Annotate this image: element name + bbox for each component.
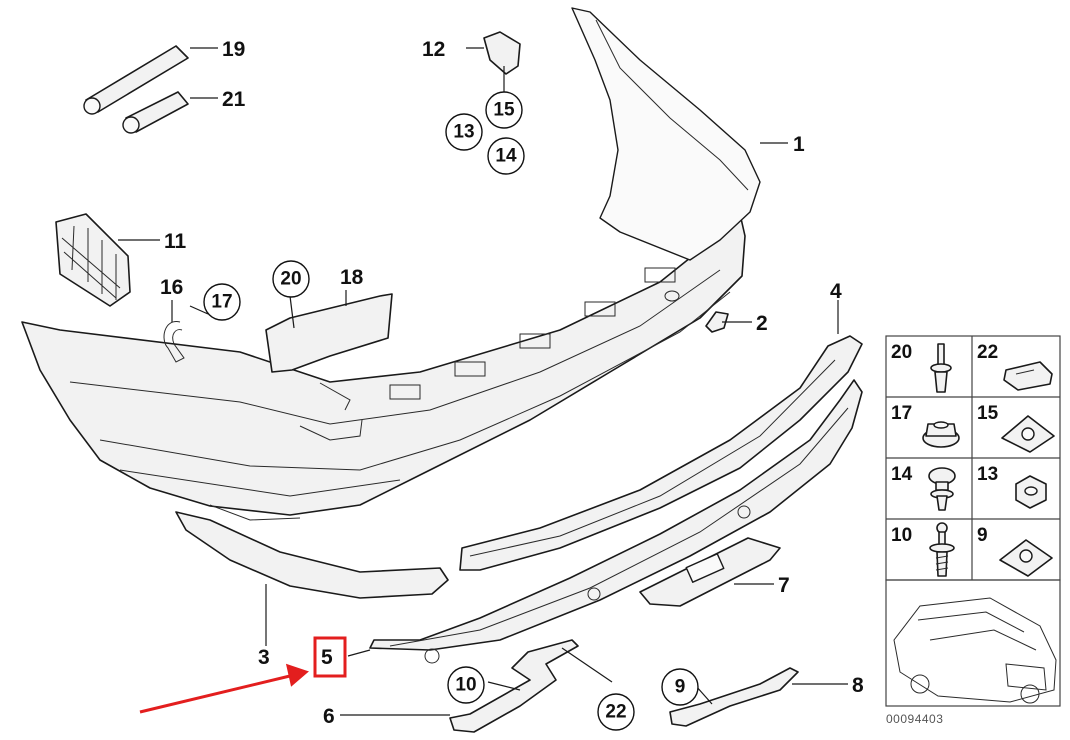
pointer-arrow bbox=[139, 663, 309, 714]
tube-21 bbox=[122, 91, 189, 134]
callout-circle-14: 14 bbox=[487, 137, 525, 175]
clip-12 bbox=[483, 31, 521, 75]
callout-circle-13: 13 bbox=[445, 113, 483, 151]
callout-12: 12 bbox=[422, 38, 445, 61]
svg-text:15: 15 bbox=[493, 100, 515, 121]
callout-3: 3 bbox=[258, 646, 270, 669]
bumper-strip-4 bbox=[459, 335, 863, 571]
callout-11: 11 bbox=[164, 230, 187, 253]
fastener-legend: 20 22 17 15 14 13 10 9 bbox=[885, 335, 1061, 581]
highlight-box bbox=[313, 636, 347, 678]
car-thumbnail bbox=[885, 579, 1061, 707]
bracket-8 bbox=[669, 667, 799, 727]
flange-nut-icon bbox=[922, 421, 960, 448]
callout-circle-10: 10 bbox=[447, 666, 485, 704]
legend-label-20: 20 bbox=[891, 342, 912, 363]
clip-nut-icon bbox=[999, 539, 1053, 577]
callout-8: 8 bbox=[852, 674, 864, 697]
svg-text:14: 14 bbox=[495, 146, 517, 167]
lower-strip-3 bbox=[175, 511, 449, 599]
leader-lines bbox=[118, 47, 848, 716]
bracket-6 bbox=[449, 639, 579, 733]
expanding-rivet-icon bbox=[928, 467, 956, 511]
svg-text:20: 20 bbox=[280, 269, 301, 290]
legend-label-13: 13 bbox=[977, 464, 998, 485]
callout-21: 21 bbox=[222, 88, 246, 111]
cover-18 bbox=[265, 293, 393, 373]
callout-5: 5 bbox=[321, 646, 333, 669]
hex-nut-icon bbox=[1015, 475, 1047, 509]
callout-2: 2 bbox=[756, 312, 768, 335]
legend-label-9: 9 bbox=[977, 525, 988, 546]
hook-16 bbox=[163, 321, 185, 363]
lower-trim-5 bbox=[369, 379, 863, 651]
callout-circle-15: 15 bbox=[485, 91, 523, 129]
callout-19: 19 bbox=[222, 38, 245, 61]
legend-label-15: 15 bbox=[977, 403, 999, 424]
svg-text:17: 17 bbox=[211, 292, 232, 313]
clip-2 bbox=[705, 311, 729, 333]
legend-label-10: 10 bbox=[891, 525, 912, 546]
svg-text:10: 10 bbox=[455, 675, 476, 696]
callout-18: 18 bbox=[340, 266, 364, 289]
callout-circle-17: 17 bbox=[203, 283, 241, 321]
cap-clip-icon bbox=[1003, 361, 1053, 391]
callout-circle-22: 22 bbox=[597, 693, 635, 731]
push-rivet-icon bbox=[930, 343, 952, 393]
callout-6: 6 bbox=[323, 705, 335, 728]
svg-text:9: 9 bbox=[675, 677, 686, 698]
callout-1: 1 bbox=[793, 133, 805, 156]
diagram-code: 00094403 bbox=[886, 712, 943, 726]
legend-label-17: 17 bbox=[891, 403, 912, 424]
bumper-panel bbox=[21, 7, 761, 521]
svg-text:22: 22 bbox=[605, 702, 626, 723]
callout-16: 16 bbox=[160, 276, 183, 299]
grille-11 bbox=[55, 213, 131, 307]
callout-4: 4 bbox=[830, 280, 842, 303]
legend-label-14: 14 bbox=[891, 464, 913, 485]
callout-circle-20: 20 bbox=[272, 260, 310, 298]
legend-label-22: 22 bbox=[977, 342, 998, 363]
spring-nut-icon bbox=[1001, 415, 1055, 453]
screw-rivet-icon bbox=[929, 522, 955, 577]
callout-7: 7 bbox=[778, 574, 790, 597]
callout-circle-9: 9 bbox=[661, 668, 699, 706]
svg-text:13: 13 bbox=[453, 122, 474, 143]
tube-19 bbox=[83, 45, 189, 115]
license-light-7 bbox=[639, 537, 781, 607]
